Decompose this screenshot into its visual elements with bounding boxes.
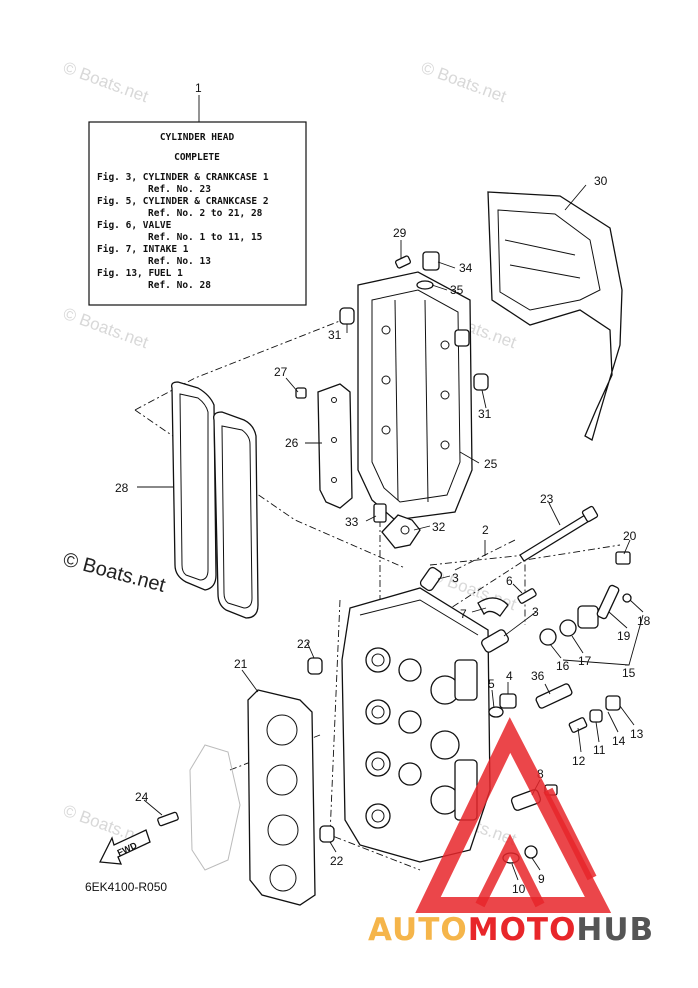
- small-parts: [157, 251, 632, 864]
- callout-2: 2: [482, 523, 489, 537]
- callout-20: 20: [623, 529, 637, 543]
- leader-lines: [137, 184, 644, 881]
- gasket-28: [170, 381, 259, 619]
- note-line: Ref. No. 28: [148, 280, 211, 291]
- callout-17: 17: [578, 654, 592, 668]
- callout-32: 32: [432, 520, 446, 534]
- diagram-code: 6EK4100-R050: [85, 880, 167, 894]
- note-line: Ref. No. 13: [148, 256, 211, 267]
- callout-33: 33: [345, 515, 359, 529]
- watermark-text: © Boats.net: [419, 58, 509, 106]
- watermark-large: © Boats.net: [61, 549, 168, 597]
- callout-23: 23: [540, 492, 554, 506]
- cylinder-head-note-box: CYLINDER HEAD COMPLETE Fig. 3, CYLINDER …: [88, 95, 307, 306]
- callout-15: 15: [622, 666, 636, 680]
- callout-8: 8: [537, 767, 544, 781]
- svg-text:AUTOMOTOHUB: AUTOMOTOHUB: [368, 912, 654, 948]
- callout-34: 34: [459, 261, 473, 275]
- callout-1: 1: [195, 81, 202, 95]
- note-line: COMPLETE: [174, 152, 220, 163]
- callout-19: 19: [617, 629, 631, 643]
- callout-13: 13: [630, 727, 644, 741]
- callout-28: 28: [115, 481, 129, 495]
- callout-6: 6: [506, 574, 513, 588]
- callout-36: 36: [531, 669, 545, 683]
- note-line: CYLINDER HEAD: [160, 132, 235, 143]
- cylinder-head-2: [341, 587, 491, 863]
- callout-14: 14: [612, 734, 626, 748]
- callout-9: 9: [538, 872, 545, 886]
- note-line: Ref. No. 1 to 11, 15: [148, 232, 263, 243]
- logo-auto-text: AUTO: [368, 912, 468, 948]
- callout-27: 27: [274, 365, 288, 379]
- callout-3: 3: [532, 605, 539, 619]
- callout-18: 18: [637, 614, 651, 628]
- callout-31: 31: [478, 407, 492, 421]
- head-cover-25: [357, 271, 473, 521]
- callout-25: 25: [484, 457, 498, 471]
- engine-block-outline: [189, 744, 241, 871]
- callout-26: 26: [285, 436, 299, 450]
- callout-30: 30: [594, 174, 608, 188]
- callout-11: 11: [593, 743, 606, 757]
- callout-22: 22: [330, 854, 344, 868]
- callout-4: 4: [506, 669, 513, 683]
- bracket-32: [381, 514, 421, 549]
- note-line: Ref. No. 2 to 21, 28: [148, 208, 263, 219]
- callout-35: 35: [450, 283, 464, 297]
- cover-plate-30: [487, 191, 623, 441]
- automotohub-logo: AUTOMOTOHUB: [368, 717, 654, 948]
- callout-29: 29: [393, 226, 407, 240]
- callout-12: 12: [572, 754, 586, 768]
- callout-10: 10: [512, 882, 526, 896]
- logo-moto-text: MOTO: [468, 912, 577, 948]
- callout-31: 31: [328, 328, 342, 342]
- callout-24: 24: [135, 790, 149, 804]
- watermark-text: © Boats.net: [61, 304, 151, 352]
- head-gasket-21: [247, 689, 316, 906]
- callout-7: 7: [460, 607, 467, 621]
- note-line: Fig. 3, CYLINDER & CRANKCASE 1: [97, 172, 269, 183]
- note-line: Fig. 6, VALVE: [97, 220, 172, 231]
- callout-numbers: 1 2 3 3 4 5 6 7 8 9 10 11 12 13 14 15 16…: [115, 81, 651, 896]
- callout-3: 3: [452, 571, 459, 585]
- callout-16: 16: [556, 659, 570, 673]
- intake-gasket-26: [317, 383, 353, 509]
- watermark-text: © Boats.net: [61, 58, 151, 106]
- note-line: Ref. No. 23: [148, 184, 211, 195]
- note-line: Fig. 13, FUEL 1: [97, 268, 183, 279]
- callout-22: 22: [297, 637, 311, 651]
- callout-21: 21: [234, 657, 248, 671]
- callout-5: 5: [488, 677, 495, 691]
- note-line: Fig. 7, INTAKE 1: [97, 244, 189, 255]
- note-line: Fig. 5, CYLINDER & CRANKCASE 2: [97, 196, 269, 207]
- logo-hub-text: HUB: [576, 912, 654, 948]
